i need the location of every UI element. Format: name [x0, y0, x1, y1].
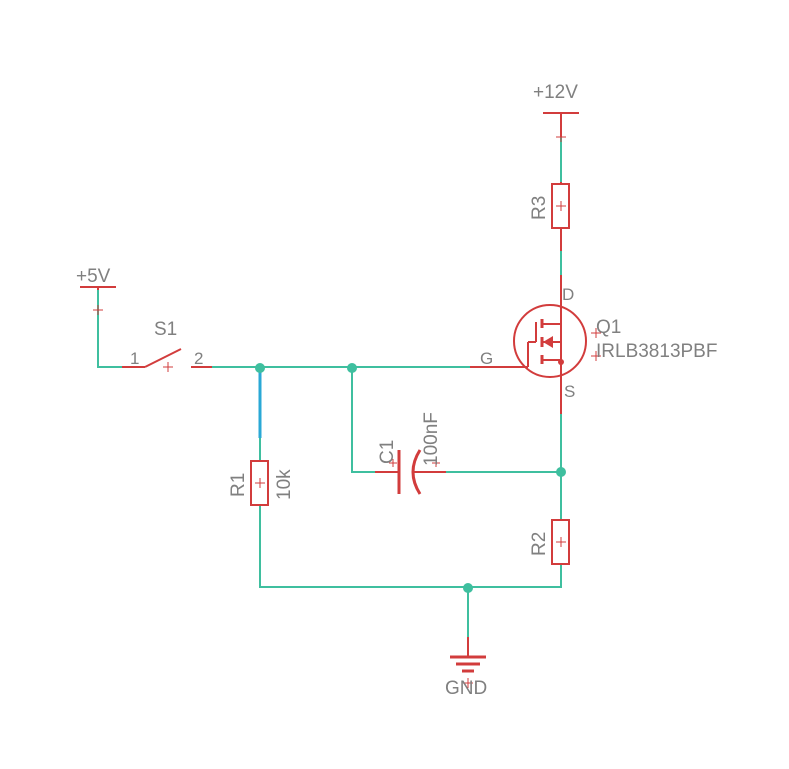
junction-c1 [347, 363, 357, 373]
supply-12v[interactable]: +12V [533, 82, 579, 142]
r3-name: R3 [529, 196, 550, 220]
ground-symbol[interactable]: GND [445, 637, 487, 699]
switch-pin-1: 1 [130, 349, 139, 368]
junction-source [556, 467, 566, 477]
switch-name: S1 [154, 319, 177, 340]
gnd-label: GND [445, 678, 487, 699]
c1-name: C1 [377, 440, 398, 464]
r1-value: 10k [274, 469, 295, 500]
resistor-r3[interactable]: R3 [529, 182, 570, 251]
r1-name: R1 [228, 473, 249, 497]
q1-value: IRLB3813PBF [596, 341, 717, 362]
q1-pin-d: D [562, 285, 574, 304]
q1-pin-g: G [480, 349, 493, 368]
capacitor-c1[interactable]: C1 100nF [375, 412, 446, 495]
q1-pin-s: S [564, 382, 575, 401]
mosfet-q1[interactable]: Q1 IRLB3813PBF D G S [470, 275, 717, 414]
switch-s1[interactable]: S1 1 2 [122, 319, 212, 372]
resistor-r1[interactable]: R1 10k [228, 460, 295, 506]
wires [97, 137, 562, 637]
c1-value: 100nF [421, 412, 442, 466]
supply-5v-label: +5V [76, 266, 111, 287]
junction-gnd [463, 583, 473, 593]
junction-r1 [255, 363, 265, 373]
r2-name: R2 [529, 532, 550, 556]
q1-name: Q1 [596, 317, 621, 338]
wire-c1-left[interactable] [351, 367, 375, 473]
supply-5v[interactable]: +5V [76, 266, 116, 315]
wire-5v[interactable] [97, 290, 122, 368]
wire-gnd-return[interactable] [259, 506, 562, 588]
switch-pin-2: 2 [194, 349, 203, 368]
supply-12v-label: +12V [533, 82, 578, 103]
junctions [255, 363, 566, 593]
resistor-r2[interactable]: R2 [529, 519, 570, 565]
